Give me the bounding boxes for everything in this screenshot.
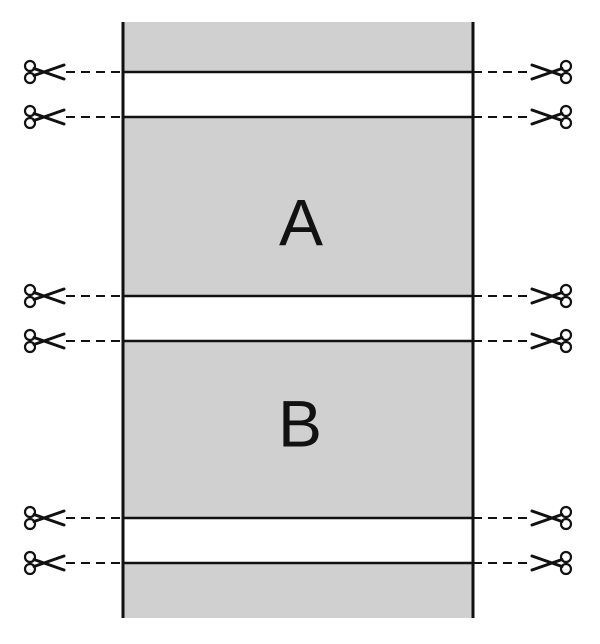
scissors-icon — [530, 104, 573, 130]
dashed-guides — [66, 71, 530, 564]
strip-bottom — [123, 563, 473, 618]
scissors-icon — [530, 59, 573, 85]
scissors-icon — [23, 59, 66, 85]
strip-top — [123, 22, 473, 72]
scissors-icon — [530, 328, 573, 354]
scissors-icon — [23, 104, 66, 130]
scissors-icon — [530, 505, 573, 531]
cut-lines — [123, 70, 473, 565]
scissors-icon — [23, 550, 66, 576]
scissors-icon — [23, 328, 66, 354]
panel-a — [123, 117, 473, 296]
panel-a-label: A — [279, 185, 323, 259]
scissors-icon — [23, 505, 66, 531]
scissors-icon — [23, 283, 66, 309]
panel-b-label: B — [278, 386, 322, 460]
scissors-icon — [530, 283, 573, 309]
scissors-icon — [530, 550, 573, 576]
panel-b — [123, 341, 473, 518]
